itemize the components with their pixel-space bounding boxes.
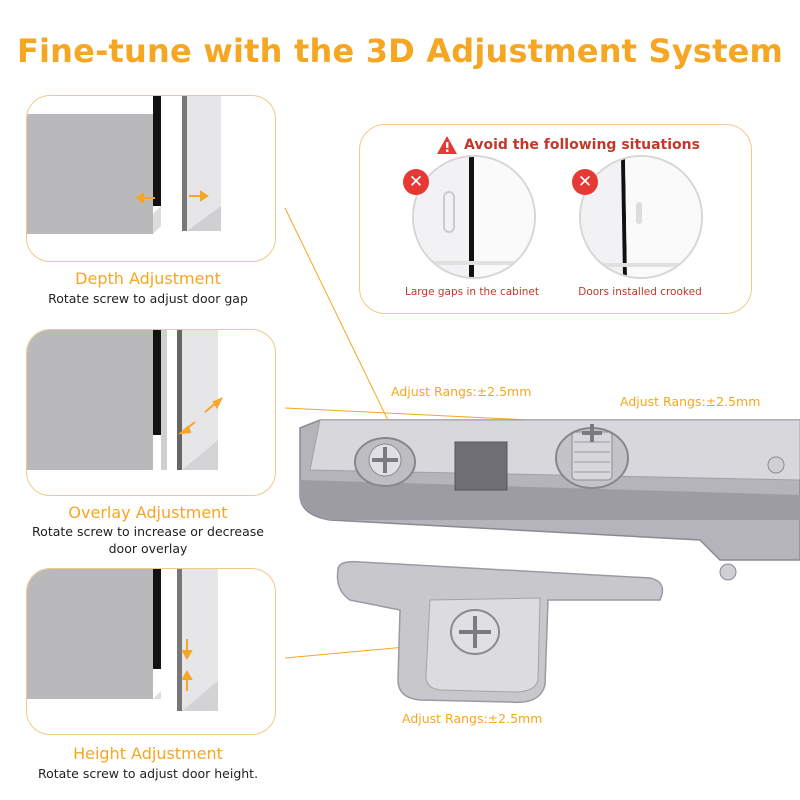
height-adjustment-card <box>26 568 276 735</box>
warning-heading: Avoid the following situations <box>436 135 700 155</box>
overlay-door-illustration <box>27 330 224 470</box>
error-x-icon: ✕ <box>403 169 429 195</box>
arrow-icon <box>177 397 224 435</box>
crooked-door-caption: Doors installed crooked <box>578 286 702 298</box>
overlay-adjust-range: Adjust Rangs:±2.5mm <box>620 394 761 409</box>
height-screw-icon <box>450 609 500 655</box>
height-adjustment-desc: Rotate screw to adjust door height. <box>37 766 259 781</box>
depth-door-illustration <box>27 96 221 234</box>
overlay-adjustment-title: Overlay Adjustment <box>68 503 228 522</box>
warning-panel: Avoid the following situations ✕ Large g… <box>359 124 752 314</box>
overlay-adjustment-card <box>26 329 276 496</box>
overlay-adjustment-desc: Rotate screw to increase or decrease doo… <box>32 524 264 556</box>
large-gap-caption: Large gaps in the cabinet <box>405 286 539 298</box>
crooked-door-lens <box>579 155 703 279</box>
height-adjust-range: Adjust Rangs:±2.5mm <box>402 711 543 726</box>
overlay-screw-icon <box>555 424 629 489</box>
depth-screw-icon <box>354 437 416 487</box>
depth-adjustment-title: Depth Adjustment <box>75 269 221 288</box>
large-gap-lens <box>412 155 536 279</box>
page-title: Fine-tune with the 3D Adjustment System <box>16 32 784 70</box>
warning-triangle-icon <box>437 136 457 154</box>
depth-adjustment-desc: Rotate screw to adjust door gap <box>48 291 248 306</box>
error-x-icon: ✕ <box>572 169 598 195</box>
height-adjustment-title: Height Adjustment <box>73 744 223 763</box>
height-door-illustration <box>27 569 218 711</box>
arrow-icon <box>181 639 193 691</box>
depth-adjustment-card <box>26 95 276 262</box>
depth-adjust-range: Adjust Rangs:±2.5mm <box>391 384 532 399</box>
arrow-icon <box>135 190 209 204</box>
